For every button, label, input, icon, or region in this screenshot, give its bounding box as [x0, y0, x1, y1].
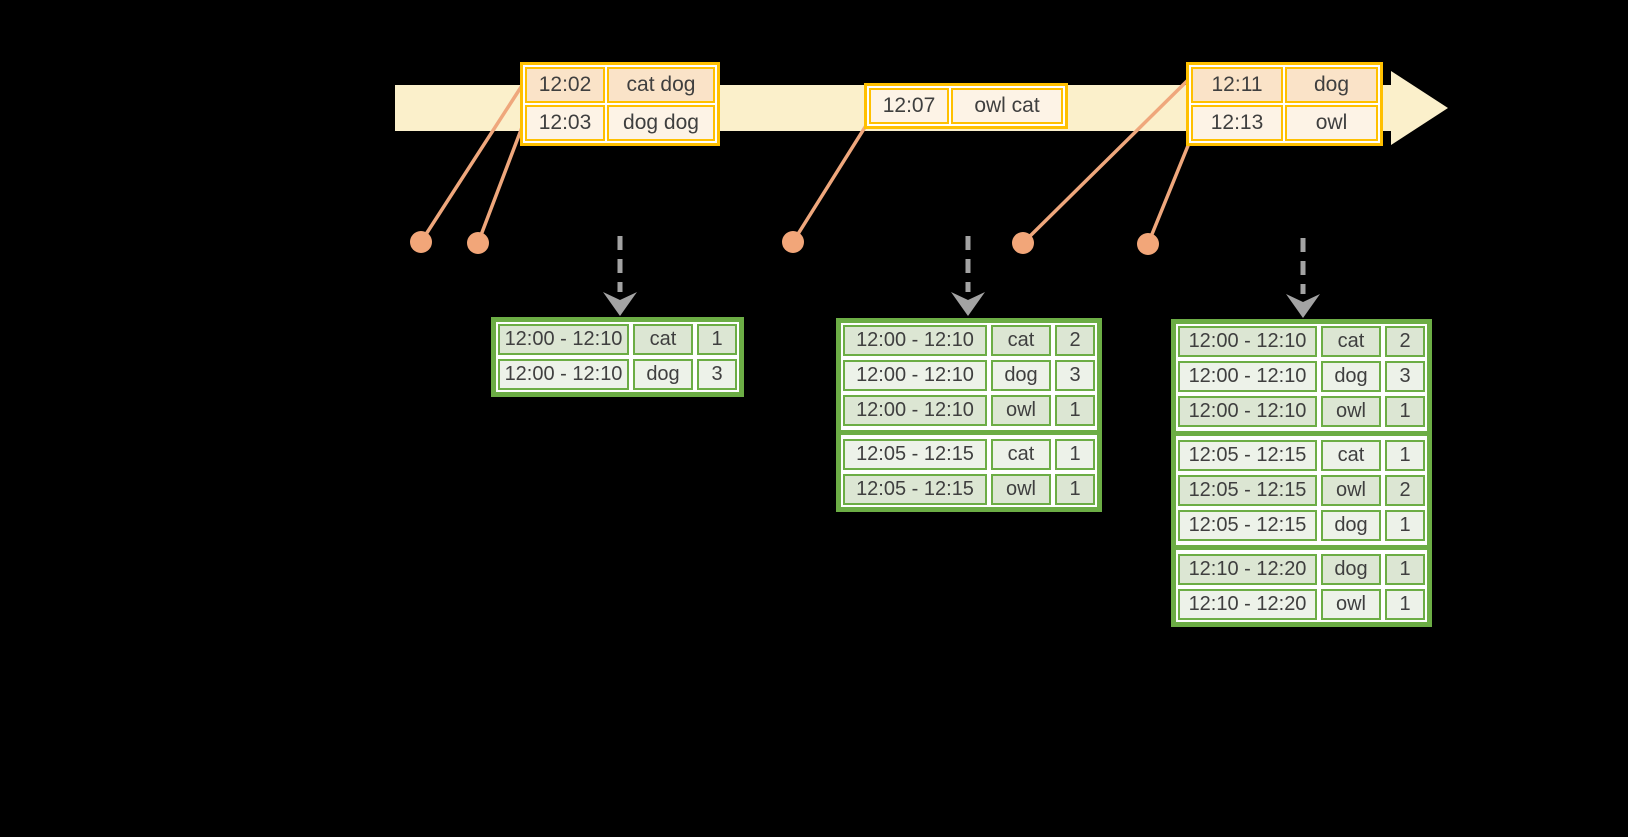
result-row: 12:00 - 12:10 dog 3: [841, 358, 1097, 393]
window-cell: 12:00 - 12:10: [843, 360, 987, 391]
count-cell: 1: [1385, 589, 1425, 620]
event-row: 12:11 dog: [1191, 67, 1378, 103]
count-cell: 1: [1385, 554, 1425, 585]
count-cell: 3: [1055, 360, 1095, 391]
result-row: 12:00 - 12:10 cat 2: [841, 323, 1097, 358]
count-cell: 1: [1055, 395, 1095, 426]
event-dot: [782, 231, 804, 253]
timeline-arrowhead-icon: [1391, 71, 1448, 145]
window-cell: 12:00 - 12:10: [843, 395, 987, 426]
word-cell: dog: [991, 360, 1051, 391]
word-cell: owl: [1321, 589, 1381, 620]
count-cell: 1: [1385, 396, 1425, 427]
count-cell: 2: [1385, 326, 1425, 357]
window-cell: 12:05 - 12:15: [1178, 440, 1317, 471]
window-cell: 12:05 - 12:15: [1178, 510, 1317, 541]
trigger-arrowhead-icon: [1286, 294, 1320, 318]
window-cell: 12:10 - 12:20: [1178, 589, 1317, 620]
trigger-arrows: [603, 236, 1320, 318]
window-cell: 12:10 - 12:20: [1178, 554, 1317, 585]
result-row: 12:00 - 12:10 cat 2: [1176, 324, 1427, 359]
result-row: 12:00 - 12:10 owl 1: [841, 393, 1097, 428]
event-link-line: [419, 82, 525, 244]
result-row: 12:05 - 12:15 owl 1: [841, 472, 1097, 507]
event-words-cell: owl cat: [951, 88, 1063, 124]
word-cell: cat: [1321, 326, 1381, 357]
result-row: 12:10 - 12:20 owl 1: [1176, 587, 1427, 622]
event-time-cell: 12:07: [869, 88, 949, 124]
result-table-1: 12:00 - 12:10 cat 1 12:00 - 12:10 dog 3: [491, 317, 744, 397]
trigger-arrowhead-icon: [603, 292, 637, 316]
count-cell: 1: [697, 324, 737, 355]
event-link-line: [476, 120, 526, 245]
word-cell: owl: [1321, 396, 1381, 427]
event-row: 12:07 owl cat: [869, 88, 1063, 124]
word-cell: owl: [991, 395, 1051, 426]
event-link-line: [791, 122, 869, 244]
result-table-2: 12:00 - 12:10 cat 2 12:00 - 12:10 dog 3 …: [836, 318, 1102, 512]
result-row: 12:05 - 12:15 cat 1: [841, 437, 1097, 472]
event-table-1: 12:02 cat dog 12:03 dog dog: [520, 62, 720, 146]
window-cell: 12:00 - 12:10: [1178, 361, 1317, 392]
result-table-3: 12:00 - 12:10 cat 2 12:00 - 12:10 dog 3 …: [1171, 319, 1432, 627]
event-time-cell: 12:02: [525, 67, 605, 103]
window-group-divider: [841, 430, 1097, 435]
event-words-cell: dog: [1285, 67, 1378, 103]
event-link-line: [1021, 77, 1191, 245]
word-cell: dog: [633, 359, 693, 390]
event-words-cell: dog dog: [607, 105, 715, 141]
event-time-cell: 12:11: [1191, 67, 1283, 103]
event-time-cell: 12:03: [525, 105, 605, 141]
result-row: 12:05 - 12:15 owl 2: [1176, 473, 1427, 508]
result-row: 12:00 - 12:10 cat 1: [496, 322, 739, 357]
word-cell: cat: [633, 324, 693, 355]
event-row: 12:02 cat dog: [525, 67, 715, 103]
count-cell: 1: [1385, 440, 1425, 471]
result-row: 12:05 - 12:15 cat 1: [1176, 438, 1427, 473]
event-table-3: 12:11 dog 12:13 owl: [1186, 62, 1383, 146]
window-cell: 12:00 - 12:10: [1178, 326, 1317, 357]
window-group-divider: [1176, 431, 1427, 436]
result-row: 12:00 - 12:10 owl 1: [1176, 394, 1427, 429]
word-cell: dog: [1321, 510, 1381, 541]
trigger-arrowhead-icon: [951, 292, 985, 316]
word-cell: cat: [1321, 440, 1381, 471]
count-cell: 1: [1385, 510, 1425, 541]
window-cell: 12:00 - 12:10: [1178, 396, 1317, 427]
window-cell: 12:00 - 12:10: [498, 324, 629, 355]
word-cell: cat: [991, 325, 1051, 356]
event-row: 12:03 dog dog: [525, 105, 715, 141]
event-words-cell: cat dog: [607, 67, 715, 103]
result-row: 12:00 - 12:10 dog 3: [496, 357, 739, 392]
word-cell: dog: [1321, 554, 1381, 585]
count-cell: 1: [1055, 439, 1095, 470]
window-group-divider: [1176, 545, 1427, 550]
word-cell: dog: [1321, 361, 1381, 392]
result-row: 12:10 - 12:20 dog 1: [1176, 552, 1427, 587]
result-row: 12:00 - 12:10 dog 3: [1176, 359, 1427, 394]
window-cell: 12:05 - 12:15: [843, 439, 987, 470]
result-row: 12:05 - 12:15 dog 1: [1176, 508, 1427, 543]
word-cell: owl: [991, 474, 1051, 505]
event-dots: [410, 231, 1159, 255]
event-dot: [1137, 233, 1159, 255]
event-time-cell: 12:13: [1191, 105, 1283, 141]
window-cell: 12:05 - 12:15: [1178, 475, 1317, 506]
word-cell: owl: [1321, 475, 1381, 506]
count-cell: 2: [1055, 325, 1095, 356]
event-words-cell: owl: [1285, 105, 1378, 141]
event-dot: [1012, 232, 1034, 254]
count-cell: 1: [1055, 474, 1095, 505]
event-row: 12:13 owl: [1191, 105, 1378, 141]
window-cell: 12:00 - 12:10: [498, 359, 629, 390]
event-dot: [410, 231, 432, 253]
window-cell: 12:00 - 12:10: [843, 325, 987, 356]
word-cell: cat: [991, 439, 1051, 470]
count-cell: 2: [1385, 475, 1425, 506]
event-table-2: 12:07 owl cat: [864, 83, 1068, 129]
window-cell: 12:05 - 12:15: [843, 474, 987, 505]
event-dot: [467, 232, 489, 254]
count-cell: 3: [697, 359, 737, 390]
count-cell: 3: [1385, 361, 1425, 392]
